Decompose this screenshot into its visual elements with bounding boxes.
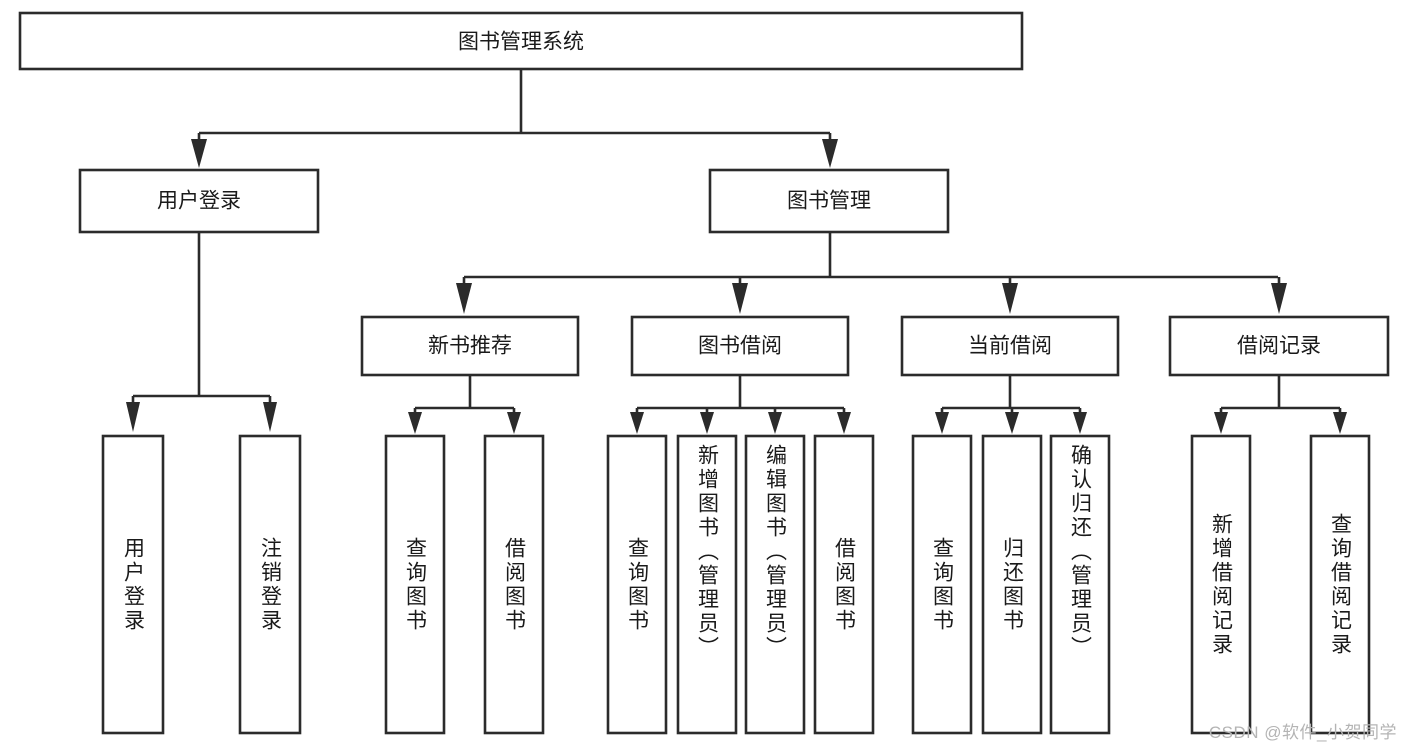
arrowhead-to-current [1002, 283, 1018, 314]
node-records-box[interactable] [1168, 315, 1390, 377]
leaf-boxes [101, 434, 1371, 735]
arrowhead-leaf-borrow-lend [837, 412, 851, 434]
node-borrow-label: 图书借阅 [698, 335, 782, 358]
node-borrow-box[interactable] [630, 315, 850, 377]
node-leaf-user-login-box[interactable] [101, 434, 165, 735]
node-leaf-borrow-edit-box[interactable] [744, 434, 806, 735]
arrowhead-leaf-current-return [1005, 412, 1019, 434]
node-borrow[interactable]: 图书借阅 [630, 315, 850, 377]
edge-group-records-leaves [1214, 375, 1347, 434]
edge-group-bookmgmt [456, 232, 1287, 314]
node-records[interactable]: 借阅记录 [1168, 315, 1390, 377]
node-leaf-current-return-box[interactable] [981, 434, 1043, 735]
arrowhead-leaf-current-confirm [1073, 412, 1087, 434]
arrowhead-leaf-records-add [1214, 412, 1228, 434]
edge-group-current-leaves [935, 375, 1087, 434]
edge-group-newbook-leaves [408, 375, 521, 434]
node-current-box[interactable] [900, 315, 1120, 377]
node-current[interactable]: 当前借阅 [900, 315, 1120, 377]
edge-group-borrow-leaves [630, 375, 851, 434]
node-leaf-user-logout-box[interactable] [238, 434, 302, 735]
arrowhead-to-records [1271, 283, 1287, 314]
node-bookmgmt-box[interactable] [708, 168, 950, 234]
node-leaf-borrow-query-box[interactable] [606, 434, 668, 735]
node-newbook[interactable]: 新书推荐 [360, 315, 580, 377]
node-login-box[interactable] [78, 168, 320, 234]
node-root-label: 图书管理系统 [458, 31, 584, 54]
node-newbook-label: 新书推荐 [428, 335, 512, 358]
node-leaf-current-confirm-box[interactable] [1049, 434, 1111, 735]
edge-group-root [191, 69, 838, 168]
arrowhead-leaf-borrow-query [630, 412, 644, 434]
node-bookmgmt[interactable]: 图书管理 [708, 168, 950, 234]
arrowhead-to-bookmgmt [822, 139, 838, 168]
node-records-label: 借阅记录 [1237, 335, 1321, 358]
node-leaf-newbook-borrow-box[interactable] [483, 434, 545, 735]
arrowhead-leaf-newbook-query [408, 412, 422, 434]
node-login-label: 用户登录 [157, 190, 241, 213]
node-bookmgmt-label: 图书管理 [787, 190, 871, 213]
arrowhead-leaf-current-query [935, 412, 949, 434]
node-leaf-current-query-box[interactable] [911, 434, 973, 735]
node-current-label: 当前借阅 [968, 335, 1052, 358]
node-login[interactable]: 用户登录 [78, 168, 320, 234]
arrowhead-to-borrow [732, 283, 748, 314]
node-newbook-box[interactable] [360, 315, 580, 377]
arrowhead-to-newbook [456, 283, 472, 314]
node-leaf-records-add-box[interactable] [1190, 434, 1252, 735]
arrowhead-leaf-borrow-add [700, 412, 714, 434]
arrowhead-leaf-user-logout [263, 402, 277, 432]
csdn-watermark: CSDN @软件_小贺同学 [1208, 723, 1397, 742]
arrowhead-leaf-records-query [1333, 412, 1347, 434]
arrowhead-to-login [191, 139, 207, 168]
node-leaf-records-query-box[interactable] [1309, 434, 1371, 735]
arrowhead-leaf-borrow-edit [768, 412, 782, 434]
node-leaf-newbook-query-box[interactable] [384, 434, 446, 735]
arrowhead-leaf-newbook-borrow [507, 412, 521, 434]
edge-group-login-leaves [126, 232, 277, 432]
arrowhead-leaf-user-login [126, 402, 140, 432]
node-leaf-borrow-lend-box[interactable] [813, 434, 875, 735]
node-root[interactable]: 图书管理系统 [18, 11, 1024, 71]
node-root-box[interactable] [18, 11, 1024, 71]
node-leaf-borrow-add-box[interactable] [676, 434, 738, 735]
